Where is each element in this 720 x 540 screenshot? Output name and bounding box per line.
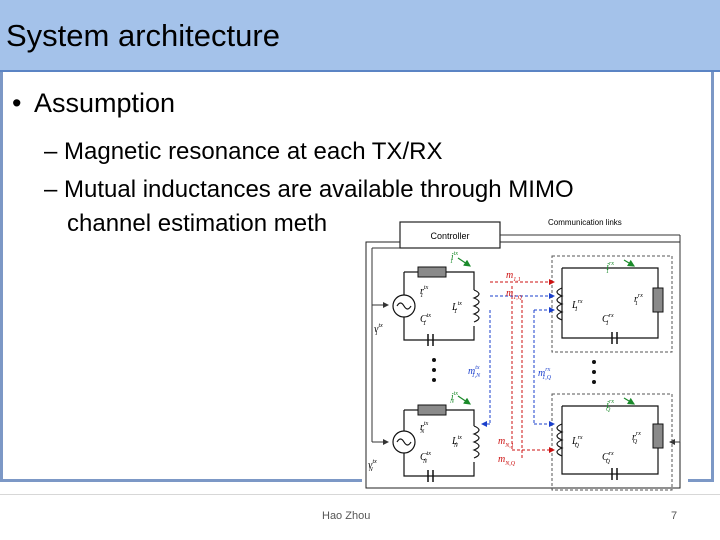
- mutual-coupling-lines: [481, 279, 555, 460]
- tx-top-resistor: [417, 266, 447, 278]
- diagram-background: [362, 210, 688, 494]
- sub-bullet-3: channel estimation meth: [67, 210, 328, 237]
- footer-page-number: 7: [671, 510, 678, 522]
- bullet-dot: •: [12, 88, 22, 118]
- rx-top-inductor: [556, 287, 564, 321]
- tx-bottom-inductor: [472, 425, 480, 459]
- rx-top-resistor: [652, 287, 664, 313]
- m1q-label: m1,Q: [506, 288, 523, 301]
- tx-top-inductor: [472, 289, 480, 323]
- rx-bottom-resistor: [652, 423, 664, 449]
- mn1-label: mN,1: [498, 436, 514, 449]
- slide-title: System architecture: [6, 18, 280, 53]
- mnq-label: mN,Q: [498, 454, 516, 467]
- sub-bullet-1: – Magnetic resonance at each TX/RX: [44, 138, 443, 165]
- m11-label: m1,1: [506, 270, 521, 283]
- tx-bottom-resistor: [417, 404, 447, 416]
- links-label: Communication links: [548, 218, 622, 227]
- sub-bullet-2: – Mutual inductances are available throu…: [44, 176, 574, 203]
- footer-author: Hao Zhou: [322, 510, 371, 522]
- content-frame: [0, 72, 714, 482]
- ellipsis-dots: [432, 358, 596, 384]
- title-bar: System architecture: [0, 0, 720, 72]
- controller-label: Controller: [430, 231, 469, 241]
- bullet-text: Assumption: [34, 88, 176, 118]
- rx-bottom-inductor: [556, 423, 564, 457]
- footer-divider: [0, 494, 720, 495]
- bullet-assumption: • Assumption: [12, 88, 175, 119]
- controller-box: [399, 221, 501, 249]
